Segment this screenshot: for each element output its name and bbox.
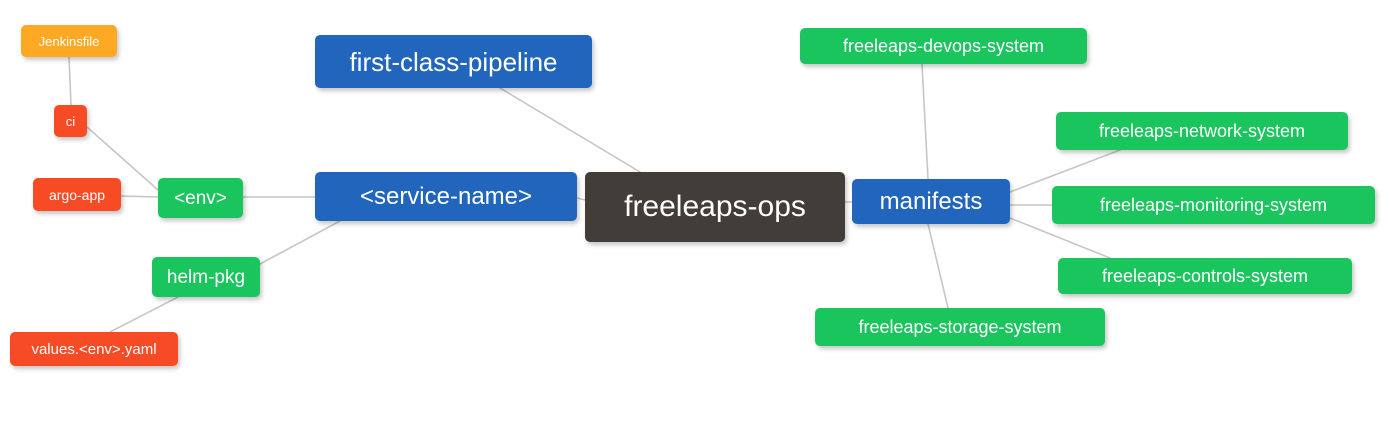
- mindmap-node-jenkinsfile[interactable]: Jenkinsfile: [21, 25, 117, 57]
- edge-argo-app-to-env: [120, 195, 159, 198]
- mindmap-node-label-first-class-pipeline: first-class-pipeline: [349, 46, 558, 77]
- mindmap-node-label-freeleaps-monitoring-system: freeleaps-monitoring-system: [1099, 195, 1328, 215]
- mindmap-node-label-values-env-yaml: values.<env>.yaml: [31, 340, 157, 358]
- mindmap-node-service-name[interactable]: <service-name>: [315, 172, 577, 221]
- mindmap-node-freeleaps-devops-system[interactable]: freeleaps-devops-system: [800, 28, 1087, 64]
- mindmap-node-label-service-name: <service-name>: [359, 182, 533, 210]
- edge-manifests-to-freeleaps-devops-system: [921, 63, 929, 180]
- mindmap-node-label-ci: ci: [65, 113, 76, 129]
- mindmap-node-label-jenkinsfile: Jenkinsfile: [38, 33, 100, 49]
- mindmap-node-label-freeleaps-ops: freeleaps-ops: [624, 190, 806, 223]
- mindmap-node-first-class-pipeline[interactable]: first-class-pipeline: [315, 35, 592, 88]
- edge-manifests-to-freeleaps-storage-system: [927, 223, 949, 309]
- mindmap-node-label-freeleaps-controls-system: freeleaps-controls-system: [1101, 266, 1309, 286]
- mindmap-node-label-helm-pkg: helm-pkg: [166, 266, 246, 288]
- mindmap-node-values-env-yaml[interactable]: values.<env>.yaml: [10, 332, 178, 366]
- edge-jenkinsfile-to-ci: [68, 56, 72, 106]
- mindmap-node-label-freeleaps-network-system: freeleaps-network-system: [1098, 121, 1306, 141]
- edge-service-name-to-freeleaps-ops: [576, 197, 586, 201]
- edge-helm-pkg-to-values-env-yaml: [109, 296, 179, 333]
- mindmap-node-argo-app[interactable]: argo-app: [33, 178, 121, 211]
- mindmap-node-freeleaps-storage-system[interactable]: freeleaps-storage-system: [815, 308, 1105, 346]
- mindmap-node-label-freeleaps-storage-system: freeleaps-storage-system: [858, 317, 1062, 337]
- mindmap-node-label-freeleaps-devops-system: freeleaps-devops-system: [842, 36, 1045, 56]
- mindmap-node-freeleaps-network-system[interactable]: freeleaps-network-system: [1056, 112, 1348, 150]
- edge-manifests-to-freeleaps-controls-system: [1009, 217, 1111, 259]
- mindmap-node-freeleaps-controls-system[interactable]: freeleaps-controls-system: [1058, 258, 1352, 294]
- mindmap-node-helm-pkg[interactable]: helm-pkg: [152, 257, 260, 297]
- mindmap-node-label-env: <env>: [174, 187, 227, 209]
- edge-first-class-pipeline-to-freeleaps-ops: [499, 87, 641, 173]
- mindmap-node-ci[interactable]: ci: [54, 105, 87, 137]
- mindmap-node-label-manifests: manifests: [879, 187, 983, 215]
- mindmap-node-manifests[interactable]: manifests: [852, 179, 1010, 224]
- mindmap-node-freeleaps-monitoring-system[interactable]: freeleaps-monitoring-system: [1052, 186, 1375, 224]
- mindmap-node-label-argo-app: argo-app: [48, 186, 106, 203]
- mindmap-node-env[interactable]: <env>: [158, 178, 243, 218]
- edge-service-name-to-helm-pkg: [259, 220, 341, 265]
- mindmap-node-freeleaps-ops[interactable]: freeleaps-ops: [585, 172, 845, 242]
